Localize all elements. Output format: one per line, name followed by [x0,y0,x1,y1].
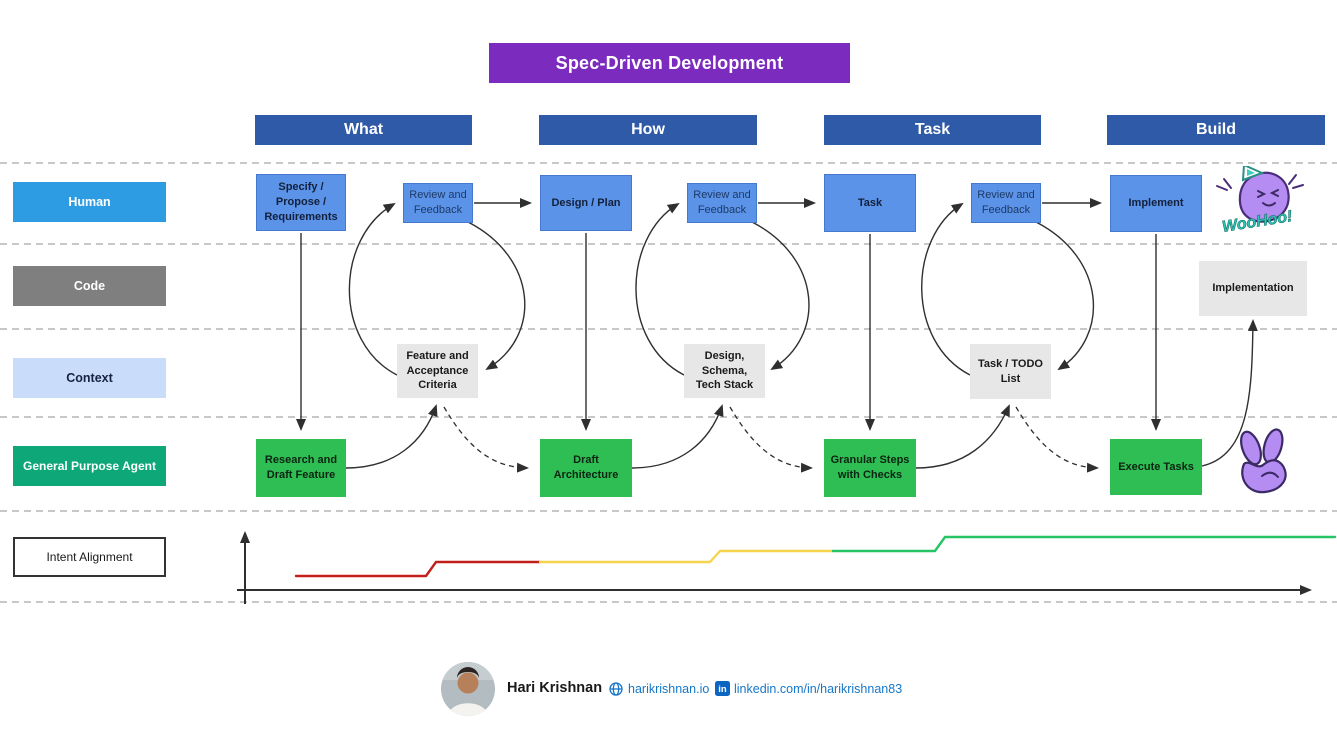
avatar [441,662,495,716]
node-research-draft-feature: Research and Draft Feature [256,439,346,497]
page-title: Spec-Driven Development [489,43,850,83]
node-specify-propose-requirements: Specify / Propose / Requirements [256,174,346,231]
linkedin-link[interactable]: linkedin.com/in/harikrishnan83 [734,682,903,696]
node-execute-tasks: Execute Tasks [1110,439,1202,495]
node-design-schema-tech-stack: Design, Schema, Tech Stack [684,344,765,398]
node-task: Task [824,174,916,232]
lane-label-human: Human [13,182,166,222]
intent-alignment-step-line [294,535,1337,578]
node-draft-architecture: Draft Architecture [540,439,632,497]
node-design-plan: Design / Plan [540,175,632,231]
node-implementation: Implementation [1199,261,1307,316]
lane-label-general-purpose-agent: General Purpose Agent [13,446,166,486]
node-review-feedback-how: Review and Feedback [687,183,757,223]
party-hat-icon [1241,166,1265,182]
node-feature-acceptance-criteria: Feature and Acceptance Criteria [397,344,478,398]
author-name: Hari Krishnan [507,680,603,696]
node-task-todo-list: Task / TODO List [970,344,1051,399]
column-header-build: Build [1107,115,1325,145]
lane-label-intent-alignment: Intent Alignment [13,537,166,577]
column-header-task: Task [824,115,1041,145]
linkedin-icon[interactable]: in [715,681,730,696]
intent-chart-axes [237,531,1312,604]
node-review-feedback-task: Review and Feedback [971,183,1041,223]
flow-arrows [296,198,1258,469]
column-header-what: What [255,115,472,145]
svg-text:in: in [718,684,727,695]
lane-label-code: Code [13,266,166,306]
website-link[interactable]: harikrishnan.io [628,682,710,696]
column-header-how: How [539,115,757,145]
node-review-feedback-what: Review and Feedback [403,183,473,223]
peace-hand-sticker [1240,428,1287,494]
node-implement: Implement [1110,175,1202,232]
woohoo-celebration-sticker: WooHoo! [1216,166,1304,236]
lane-label-context: Context [13,358,166,398]
globe-icon [609,682,623,696]
node-granular-steps-with-checks: Granular Steps with Checks [824,439,916,497]
